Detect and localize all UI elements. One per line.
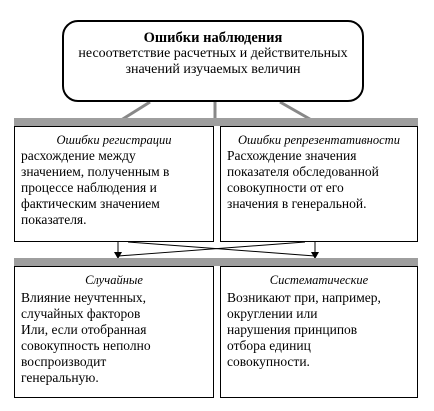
- text-line: генеральную.: [21, 370, 99, 385]
- systematic-errors-text: Возникают при, например, округлении или …: [227, 290, 409, 370]
- text-line: Возникают при, например,: [227, 290, 381, 305]
- level2-band: [14, 118, 418, 126]
- arrowhead-right: [311, 252, 319, 259]
- representativeness-errors-header: Ошибки репрезентативности: [238, 133, 400, 147]
- observation-errors-title: Ошибки наблюдения: [143, 30, 283, 46]
- text-line: совокупности от его: [227, 180, 344, 195]
- text-line: отбора единиц: [227, 338, 311, 353]
- random-errors-text: Влияние неучтенных, случайных факторов И…: [21, 290, 205, 386]
- random-errors-header: Случайные: [85, 273, 143, 287]
- representativeness-errors-box: Ошибки репрезентативности Расхождение зн…: [220, 126, 418, 242]
- text-line: Влияние неучтенных,: [21, 290, 146, 305]
- text-line: округлении или: [227, 306, 318, 321]
- systematic-errors-header: Систематические: [269, 273, 369, 287]
- text-line: показателя.: [21, 212, 87, 227]
- random-errors-box: Случайные Влияние неучтенных, случайных …: [14, 266, 214, 398]
- level3-band: [14, 258, 418, 266]
- representativeness-errors-text: Расхождение значения показателя обследов…: [227, 148, 409, 212]
- text-line: фактическим значением: [21, 196, 160, 211]
- text-line: совокупность неполно: [21, 338, 151, 353]
- text-line: нарушения принципов: [227, 322, 358, 337]
- observation-errors-definition: несоответствие расчетных и действительны…: [78, 46, 348, 77]
- registration-errors-header: Ошибки регистрации: [56, 133, 172, 147]
- text-line: значения в генеральной.: [227, 196, 367, 211]
- observation-errors-box: Ошибки наблюдения несоответствие расчетн…: [62, 20, 364, 102]
- text-line: случайных факторов: [21, 306, 141, 321]
- text-line: процессе наблюдения и: [21, 180, 157, 195]
- text-line: расхождение между: [21, 148, 136, 163]
- registration-errors-box: Ошибки регистрации расхождение между зна…: [14, 126, 214, 242]
- connector-left-cross: [127, 241, 316, 257]
- text-line: показателя обследованной: [227, 164, 379, 179]
- connector-right-cross: [117, 241, 306, 257]
- text-line: значением, полученным в: [21, 164, 170, 179]
- text-line: Или, если отобранная: [21, 322, 147, 337]
- text-line: совокупности.: [227, 354, 310, 369]
- text-line: воспроизводит: [21, 354, 107, 369]
- text-line: Расхождение значения: [227, 148, 357, 163]
- registration-errors-text: расхождение между значением, полученным …: [21, 148, 207, 228]
- systematic-errors-box: Систематические Возникают при, например,…: [220, 266, 418, 398]
- arrowhead-left: [114, 252, 122, 259]
